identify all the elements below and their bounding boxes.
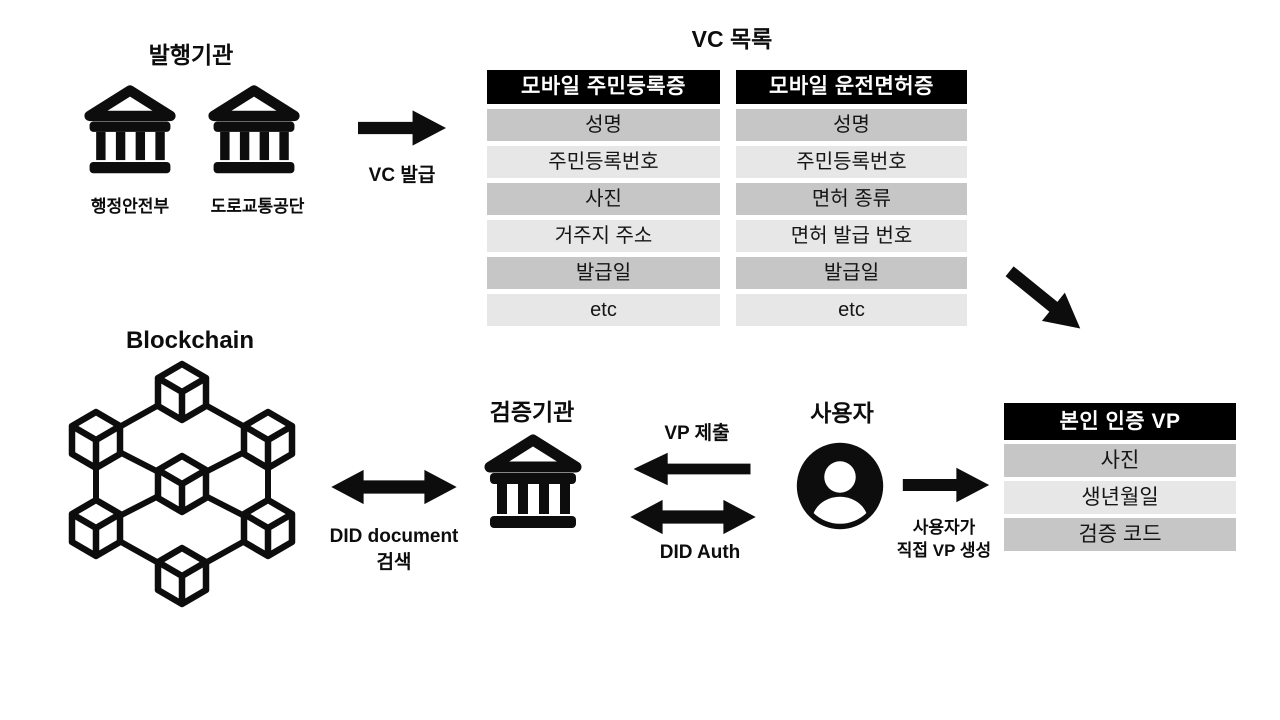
table-row: 거주지 주소 — [487, 220, 720, 252]
person-avatar-icon — [796, 442, 884, 530]
table-identity-vp: 본인 인증 VP 사진 생년월일 검증 코드 — [1004, 403, 1236, 551]
blockchain-title: Blockchain — [125, 327, 255, 354]
did-auth-label: DID Auth — [659, 542, 741, 563]
verifier-title: 검증기관 — [489, 399, 575, 425]
vc-issue-arrow-icon — [358, 110, 446, 146]
did-auth-double-arrow-icon — [630, 499, 756, 535]
table-row: 성명 — [487, 109, 720, 141]
table-row: etc — [487, 294, 720, 326]
table-row: 발급일 — [736, 257, 967, 289]
table-mobile-resident-card: 모바일 주민등록증 성명 주민등록번호 사진 거주지 주소 발급일 etc — [487, 70, 720, 326]
did-search-double-arrow-icon — [331, 469, 457, 505]
bank-icon-koroad — [208, 85, 300, 174]
vc-list-title: VC 목록 — [691, 26, 773, 52]
bank-icon-mois — [84, 85, 176, 174]
vp-submit-label: VP 제출 — [664, 423, 730, 444]
verifier-bank-icon — [484, 434, 582, 528]
table-row: 성명 — [736, 109, 967, 141]
vp-create-label: 사용자가 직접 VP 생성 — [864, 516, 1024, 562]
table-row: 생년월일 — [1004, 481, 1236, 514]
vp-create-arrow-icon — [902, 467, 990, 503]
table-header: 본인 인증 VP — [1004, 403, 1236, 440]
table-header: 모바일 주민등록증 — [487, 70, 720, 104]
user-title: 사용자 — [810, 400, 874, 426]
table-row: 면허 발급 번호 — [736, 220, 967, 252]
vp-create-label-line2: 직접 VP 생성 — [896, 541, 992, 560]
did-search-label-line2: 검색 — [376, 552, 412, 573]
issuer-org-label-koroad: 도로교통공단 — [210, 197, 305, 216]
table-row: etc — [736, 294, 967, 326]
issuer-title: 발행기관 — [148, 42, 234, 68]
blockchain-cubes-icon — [68, 360, 296, 608]
table-row: 사진 — [487, 183, 720, 215]
did-search-label: DID document 검색 — [314, 524, 474, 576]
table-row: 검증 코드 — [1004, 518, 1236, 551]
table-row: 면허 종류 — [736, 183, 967, 215]
vp-create-label-line1: 사용자가 — [912, 518, 976, 537]
did-search-label-line1: DID document — [329, 526, 459, 547]
table-row: 주민등록번호 — [736, 146, 967, 178]
table-row: 발급일 — [487, 257, 720, 289]
table-header: 모바일 운전면허증 — [736, 70, 967, 104]
table-row: 주민등록번호 — [487, 146, 720, 178]
diagonal-arrow-icon — [1005, 266, 1081, 329]
table-mobile-driver-license: 모바일 운전면허증 성명 주민등록번호 면허 종류 면허 발급 번호 발급일 e… — [736, 70, 967, 326]
vc-issue-label: VC 발급 — [368, 165, 436, 186]
vp-submit-arrow-icon — [633, 452, 751, 486]
table-row: 사진 — [1004, 444, 1236, 477]
issuer-org-label-mois: 행정안전부 — [90, 197, 170, 216]
